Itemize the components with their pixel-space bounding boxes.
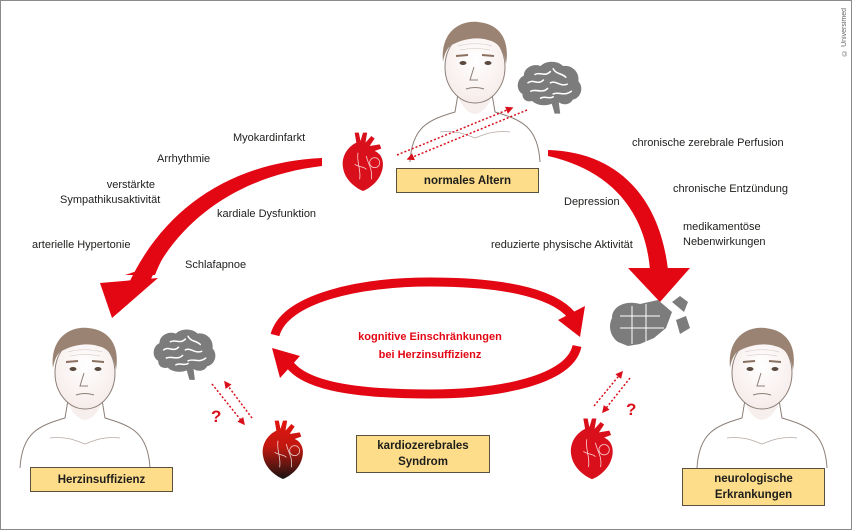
factor-label-line: Nebenwirkungen — [683, 236, 766, 248]
factor-label: medikamentöse Nebenwirkungen — [683, 220, 766, 250]
arrow-heart-to-heart-failure — [100, 158, 322, 318]
arrow-aging-to-neurological — [548, 150, 690, 302]
factor-label: chronische zerebrale Perfusion — [632, 137, 784, 149]
factor-label: Depression — [564, 196, 620, 208]
factor-label: chronische Entzündung — [673, 183, 788, 195]
question-mark-right: ? — [626, 400, 637, 419]
label-line: Erkrankungen — [714, 489, 793, 501]
label-box-heart-failure: Herzinsuffizienz — [30, 467, 173, 492]
copyright-notice: © Universimed — [841, 8, 848, 56]
dotted-arrows-right — [593, 370, 631, 414]
brain-icon — [152, 328, 217, 381]
cycle-arrows — [270, 277, 585, 399]
factor-label: reduzierte physische Aktivität — [491, 239, 633, 251]
heart-icon — [342, 132, 384, 192]
label-line: kardiozerebrales — [377, 440, 469, 452]
question-mark-left: ? — [211, 407, 222, 426]
label-line: Syndrom — [398, 456, 448, 468]
factor-label: verstärkte Sympathikusaktivität — [60, 178, 161, 208]
center-title: kognitive Einschränkungen bei Herzinsuff… — [330, 328, 530, 364]
factor-label: Myokardinfarkt — [233, 132, 306, 144]
label-box-cardiocerebral-syndrome: kardiozerebrales Syndrom — [356, 435, 490, 473]
center-title-line: kognitive Einschränkungen — [358, 331, 502, 343]
dotted-arrows-left — [211, 380, 253, 426]
person-heart-failure-illustration — [19, 326, 151, 469]
factor-label-line: medikamentöse — [683, 221, 761, 233]
factor-label: Arrhythmie — [157, 153, 211, 165]
factor-label: Schlafapnoe — [185, 259, 247, 271]
center-title-line: bei Herzinsuffizienz — [378, 349, 482, 361]
heart-icon — [570, 418, 614, 480]
puzzle-brain-icon — [610, 296, 690, 346]
person-neurological-illustration — [696, 326, 828, 469]
label-box-neurological: neurologische Erkrankungen — [682, 468, 825, 506]
factor-label-line: verstärkte — [106, 179, 155, 191]
label-line: neurologische — [714, 473, 793, 485]
brain-icon — [517, 61, 583, 115]
factor-label: kardiale Dysfunktion — [217, 208, 317, 220]
dotted-arrows-top — [396, 106, 528, 161]
failing-heart-icon — [262, 420, 303, 479]
factor-label: arterielle Hypertonie — [32, 239, 131, 251]
factor-label-line: Sympathikusaktivität — [60, 194, 161, 206]
label-box-normal-aging: normales Altern — [396, 168, 539, 193]
